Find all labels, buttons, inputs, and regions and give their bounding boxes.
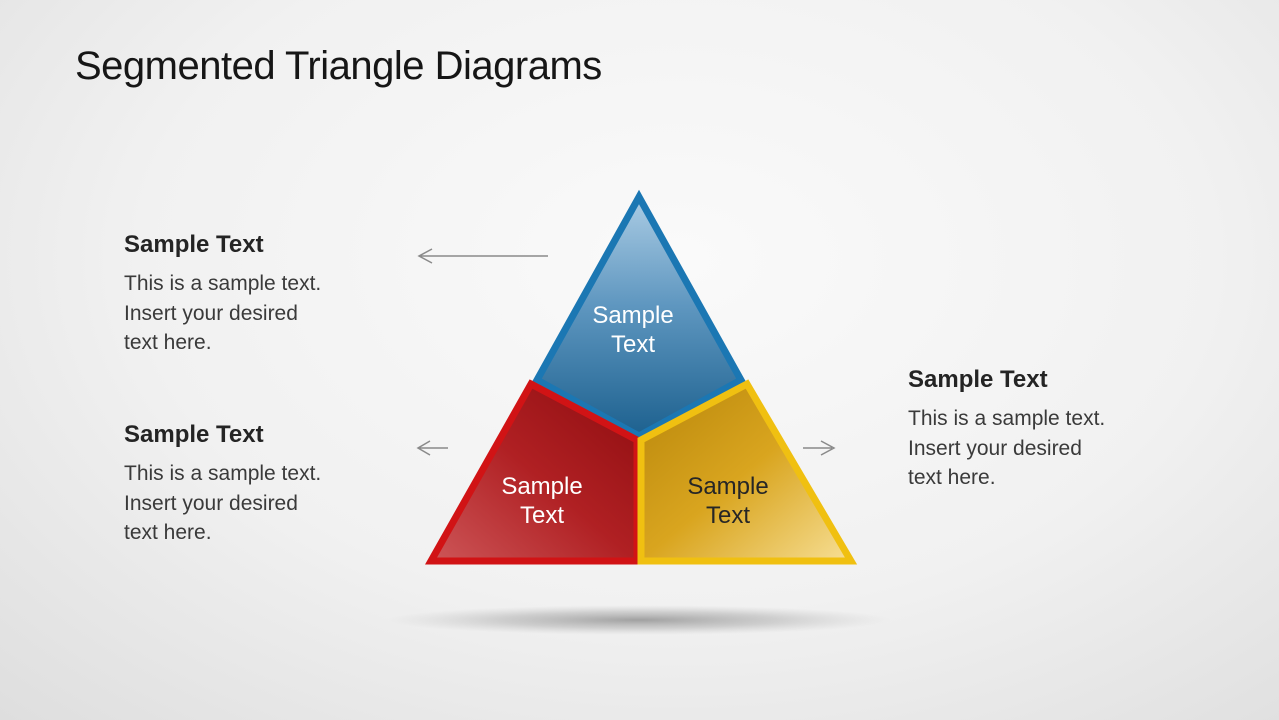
callout-heading: Sample Text — [124, 421, 264, 448]
arrow-middle-right — [803, 440, 836, 456]
callout-body-line: This is a sample text. — [124, 272, 322, 295]
callout-body-line: This is a sample text. — [908, 407, 1106, 430]
callout-body-line: This is a sample text. — [124, 462, 322, 485]
slide-title[interactable]: Segmented Triangle Diagrams — [75, 44, 602, 88]
arrow-top-left — [417, 248, 548, 264]
callout-body-line: Insert your desired — [908, 436, 1082, 460]
callout-middle-left[interactable]: Sample Text This is a sample text. Inser… — [124, 421, 321, 548]
triangle-shadow — [387, 605, 891, 635]
callout-body-line: text here. — [124, 521, 212, 544]
triangle-segment-bottom-left[interactable] — [425, 379, 641, 565]
callout-body-line: text here. — [908, 466, 996, 489]
callout-heading: Sample Text — [908, 366, 1048, 393]
triangle-segment-top[interactable] — [532, 189, 746, 440]
callout-body-line: text here. — [124, 331, 212, 354]
callout-body-line: Insert your desired — [124, 491, 298, 515]
callout-top-left[interactable]: Sample Text This is a sample text. Inser… — [124, 231, 321, 358]
triangle-segment-bottom-right[interactable] — [637, 379, 858, 565]
callout-heading: Sample Text — [124, 231, 264, 258]
callout-body-line: Insert your desired — [124, 301, 298, 325]
arrow-middle-left — [416, 440, 448, 456]
callout-right[interactable]: Sample Text This is a sample text. Inser… — [908, 366, 1105, 493]
